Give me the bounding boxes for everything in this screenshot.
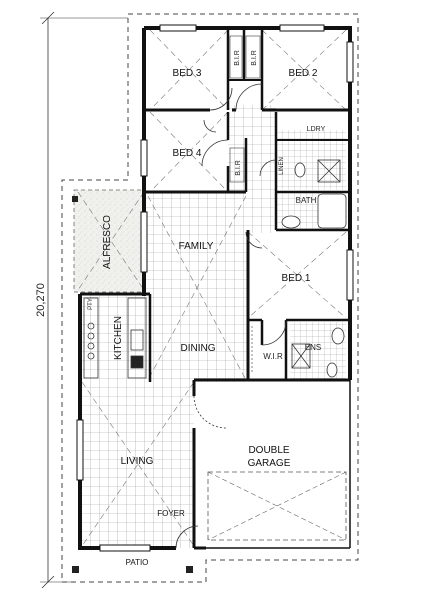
room-label-alfresco: ALFRESCO [102,215,113,269]
fixture-label-bir-left: B.I.R [234,50,241,66]
fixture-label-bir-right: B.I.R [251,50,258,66]
room-diagonals [77,29,347,547]
patio-posts [72,196,193,573]
room-label-family: FAMILY [179,241,214,252]
alfresco-slab [73,189,145,293]
robe-shelving [229,35,261,374]
room-label-garage-2: GARAGE [248,458,291,469]
room-label-patio: PATIO [126,558,149,567]
room-label-garage-1: DOUBLE [248,445,289,456]
garage-car-space [207,471,347,541]
dimension-text: 20,270 [35,283,47,317]
fixture-label-bath: BATH [296,196,317,205]
fixture-label-wir: W.I.R [263,352,283,361]
room-label-kitchen: KITCHEN [113,316,124,360]
fixture-label-ens: ENS [305,343,321,352]
room-label-foyer: FOYER [157,509,185,518]
site-boundary [61,13,359,583]
windows [76,24,354,552]
fixture-label-linen: LINEN [279,157,285,175]
room-label-bed2: BED 2 [289,68,318,79]
room-label-living: LIVING [121,456,154,467]
fixture-label-pantry: PTY [88,298,94,310]
room-label-bed1: BED 1 [282,273,311,284]
bathroom-fittings [281,159,347,378]
room-label-bed4: BED 4 [173,148,202,159]
dimension-line [40,11,128,589]
tiled-floor [82,105,347,548]
room-label-bed3: BED 3 [173,68,202,79]
kitchen-fittings [83,297,147,379]
fixture-label-bir-bed4: B.I.R [235,160,242,176]
room-label-dining: DINING [181,343,216,354]
fixture-label-ldry: LDRY [307,126,326,133]
door-swings [175,83,287,549]
